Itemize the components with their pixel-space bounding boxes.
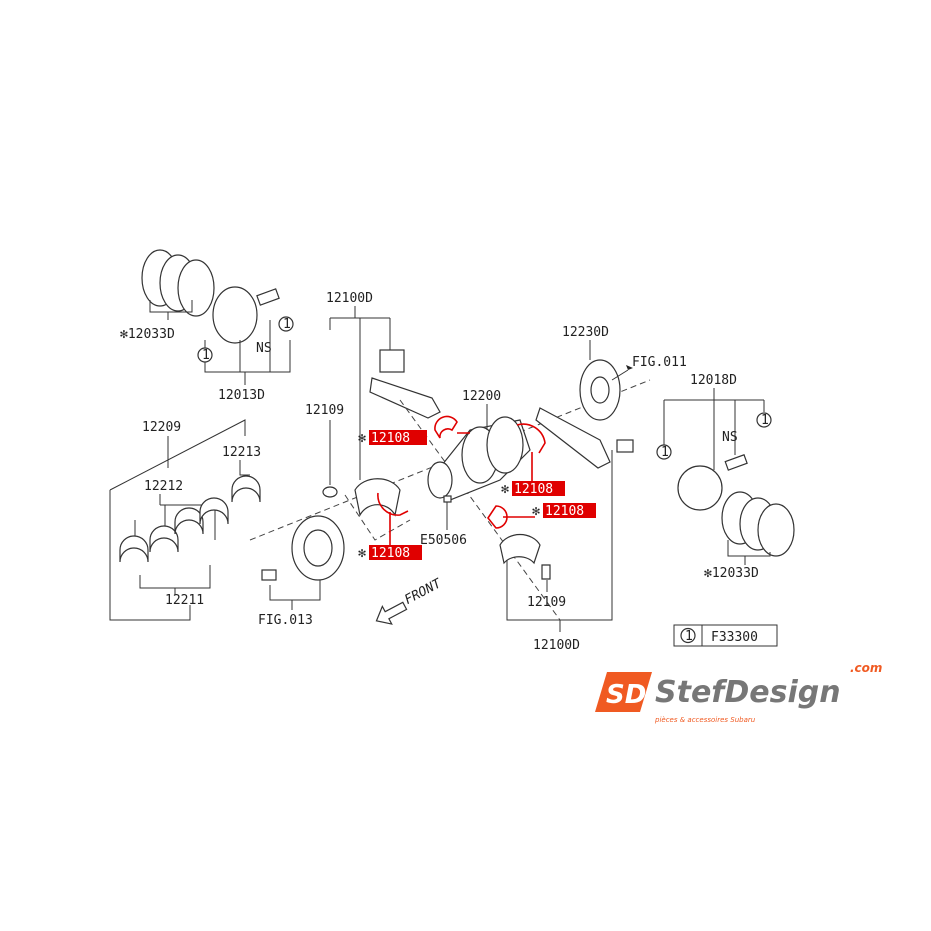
label-fig-013: FIG.013 bbox=[258, 613, 313, 628]
highlight-prefix: ✻ bbox=[358, 431, 366, 446]
logo-suffix: .com bbox=[850, 661, 882, 675]
highlight-prefix: ✻ bbox=[501, 482, 509, 497]
logo-tagline: pièces & accessoires Subaru bbox=[654, 716, 756, 724]
label-bearing-lower: 12211 bbox=[165, 593, 204, 608]
label-ns-right: NS bbox=[722, 430, 738, 445]
front-arrow: FRONT bbox=[375, 576, 445, 625]
connecting-rod-top bbox=[369, 349, 441, 419]
connecting-rod-right bbox=[535, 407, 634, 469]
highlighted-bearings bbox=[377, 415, 546, 548]
bearing-shells bbox=[119, 475, 261, 563]
label-piston-ring-left: ✻12033D bbox=[120, 327, 175, 342]
label-bearing-set: 12209 bbox=[142, 420, 181, 435]
label-fig-011: FIG.011 bbox=[632, 355, 687, 370]
piston-right bbox=[677, 454, 748, 511]
ref-label: 1 bbox=[761, 413, 769, 428]
bolt-part bbox=[322, 486, 338, 498]
stefdesign-logo: SD StefDesign .com pièces & accessoires … bbox=[595, 661, 882, 724]
label-reluctor: 12230D bbox=[562, 325, 609, 340]
label-woodruff-key: E50506 bbox=[420, 533, 467, 548]
ref-label: 1 bbox=[202, 348, 210, 363]
ref-label: 1 bbox=[661, 445, 669, 460]
label-piston-left: 12013D bbox=[218, 388, 265, 403]
part-label-12108[interactable]: ✻ 12108 bbox=[501, 481, 565, 497]
label-crankshaft: 12200 bbox=[462, 389, 501, 404]
part-label-12108[interactable]: ✻ 12108 bbox=[358, 430, 427, 446]
ref-circle-icon bbox=[756, 412, 772, 428]
part-number: 12108 bbox=[514, 482, 553, 497]
part-label-12108[interactable]: ✻ 12108 bbox=[532, 503, 596, 519]
logo-name: StefDesign bbox=[655, 675, 841, 710]
piston-rings-left bbox=[141, 249, 215, 317]
label-front: FRONT bbox=[402, 576, 445, 608]
crank-pulley bbox=[261, 515, 345, 581]
label-bearing-upper: 12212 bbox=[144, 479, 183, 494]
legend-box: 1 F33300 bbox=[673, 624, 778, 647]
label-piston-right: 12018D bbox=[690, 373, 737, 388]
part-label-12108[interactable]: ✻ 12108 bbox=[358, 545, 422, 561]
ref-circle-icon bbox=[197, 347, 213, 363]
ref-label: 1 bbox=[283, 317, 291, 332]
label-piston-ring-right: ✻12033D bbox=[704, 566, 759, 581]
ref-circle-icon bbox=[656, 444, 672, 460]
legend-code: F33300 bbox=[711, 630, 758, 645]
logo-mark: SD bbox=[606, 680, 646, 710]
highlight-prefix: ✻ bbox=[532, 504, 540, 519]
piston-rings-right bbox=[721, 491, 795, 557]
piston-left bbox=[212, 286, 280, 344]
part-number: 12108 bbox=[545, 504, 584, 519]
label-conrod-set-top: 12100D bbox=[326, 291, 373, 306]
label-ns-left: NS bbox=[256, 341, 272, 356]
crank-reluctor-wheel bbox=[579, 359, 621, 421]
label-bearing-thrust: 12213 bbox=[222, 445, 261, 460]
crankshaft bbox=[427, 416, 531, 501]
part-number: 12108 bbox=[371, 431, 410, 446]
legend-symbol: 1 bbox=[685, 629, 693, 644]
label-bolt-bottom: 12109 bbox=[527, 595, 566, 610]
label-conrod-set-bottom: 12100D bbox=[533, 638, 580, 653]
part-number: 12108 bbox=[371, 546, 410, 561]
ref-circle-icon bbox=[278, 316, 294, 332]
highlight-prefix: ✻ bbox=[358, 546, 366, 561]
label-bolt-left: 12109 bbox=[305, 403, 344, 418]
